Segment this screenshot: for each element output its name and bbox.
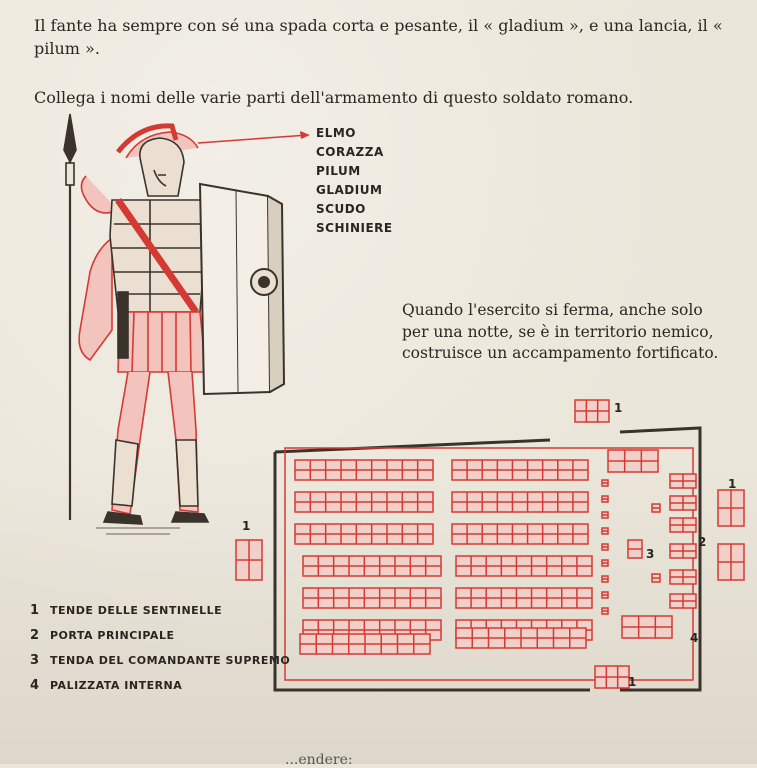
tent-row-middle [455, 555, 593, 577]
tent-row-left [299, 633, 431, 655]
part-corazza[interactable]: CORAZZA [316, 145, 384, 159]
tent-row-left [302, 587, 442, 609]
part-pilum[interactable]: PILUM [316, 164, 361, 178]
bottom-cut-text: ...endere: [285, 752, 353, 768]
post [601, 527, 609, 535]
instruction-paragraph: Collega i nomi delle varie parti dell'ar… [34, 88, 634, 107]
tent-small [669, 495, 697, 511]
commander-label: 3 [646, 547, 654, 561]
post [601, 511, 609, 519]
part-gladium[interactable]: GLADIUM [316, 183, 383, 197]
sentinel-tent [594, 665, 630, 689]
camp-map [273, 426, 702, 692]
camp-paragraph: Quando l'esercito si ferma, anche solo p… [402, 301, 719, 362]
post [601, 559, 609, 567]
tent-small [669, 593, 697, 609]
tent-row-middle [455, 627, 587, 649]
sentinel-label-top: 1 [614, 401, 622, 415]
armor-parts-list: ELMO CORAZZA PILUM GLADIUM SCUDO SCHINIE… [316, 124, 393, 238]
tent-small [669, 569, 697, 585]
tent-right [607, 449, 659, 473]
camp-tents [235, 399, 745, 689]
tent-row-middle [451, 459, 589, 481]
tent-row-left [294, 459, 434, 481]
post [601, 575, 609, 583]
tent-right [621, 615, 673, 639]
post [601, 495, 609, 503]
post [601, 591, 609, 599]
shield [198, 182, 286, 396]
sentinel-tent [574, 399, 610, 423]
sentinel-label-bottom: 1 [628, 675, 636, 689]
sentinel-label-left: 1 [242, 519, 250, 533]
post [651, 503, 661, 513]
camp-number-labels: 1 1 1 2 3 4 1 [242, 401, 736, 689]
tent-row-left [294, 523, 434, 545]
tent-row-middle [451, 491, 589, 513]
tent-row-middle [451, 523, 589, 545]
post [601, 543, 609, 551]
intro-paragraph: Il fante ha sempre con sé una spada cort… [34, 16, 723, 58]
part-schiniere[interactable]: SCHINIERE [316, 221, 393, 235]
palisade-label: 4 [690, 631, 698, 645]
tent-small [669, 473, 697, 489]
gate-label: 2 [698, 535, 706, 549]
post [651, 573, 661, 583]
part-scudo[interactable]: SCUDO [316, 202, 366, 216]
helmet-arrow [197, 131, 310, 144]
sentinel-tent [235, 539, 263, 581]
tent-row-left [294, 491, 434, 513]
post [601, 607, 609, 615]
sentinel-tent [717, 489, 745, 527]
tent-row-left [302, 555, 442, 577]
tent-row-middle [455, 587, 593, 609]
commander-tent [627, 539, 643, 559]
ground-shading [96, 527, 180, 535]
sentinel-tent [717, 543, 745, 581]
part-elmo[interactable]: ELMO [316, 126, 356, 140]
tent-small [669, 543, 697, 559]
post [601, 479, 609, 487]
roman-soldier [63, 113, 210, 525]
tent-small [669, 517, 697, 533]
sentinel-label-right: 1 [728, 477, 736, 491]
